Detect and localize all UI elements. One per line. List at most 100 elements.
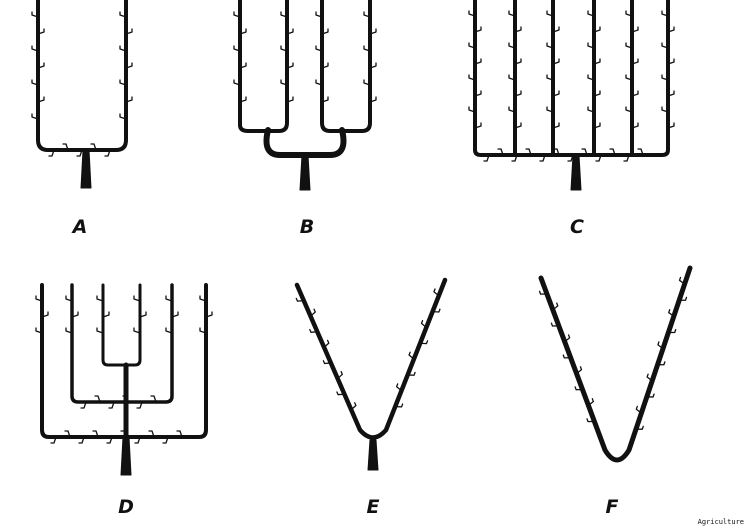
- spur: [48, 149, 55, 157]
- spur: [587, 42, 595, 49]
- spur: [656, 361, 666, 366]
- spur: [637, 148, 644, 156]
- spur: [661, 74, 669, 81]
- spur: [433, 288, 440, 297]
- spur: [315, 11, 323, 18]
- spur: [336, 370, 344, 380]
- spur: [90, 143, 97, 151]
- spur: [395, 383, 403, 392]
- spur: [646, 373, 653, 382]
- spur: [64, 430, 71, 438]
- spur: [50, 436, 57, 444]
- spur: [31, 45, 39, 52]
- spur: [552, 58, 560, 65]
- spur: [625, 42, 633, 49]
- spur: [280, 79, 288, 86]
- spur: [468, 74, 476, 81]
- spur: [525, 148, 532, 156]
- spur: [76, 149, 83, 157]
- spur: [546, 10, 554, 17]
- spur: [468, 42, 476, 49]
- spur: [609, 148, 616, 156]
- spur: [667, 122, 675, 129]
- spur: [369, 62, 377, 69]
- spur: [552, 26, 560, 33]
- spur: [514, 90, 522, 97]
- spur: [514, 26, 522, 33]
- spur: [564, 334, 571, 343]
- spur: [631, 122, 639, 129]
- spur: [150, 395, 157, 403]
- spur: [323, 339, 330, 349]
- spur: [508, 74, 516, 81]
- spur: [514, 122, 522, 129]
- spur: [37, 96, 45, 103]
- spur: [148, 430, 155, 438]
- spur: [41, 311, 49, 318]
- spur: [363, 45, 371, 52]
- spur: [125, 62, 133, 69]
- tree-b-left: [238, 0, 289, 133]
- spur: [623, 154, 630, 162]
- spur: [552, 90, 560, 97]
- spur: [668, 309, 675, 318]
- spur: [322, 360, 332, 365]
- spur: [667, 26, 675, 33]
- tree-d-inner: [101, 283, 142, 367]
- figure-label-f: F: [605, 496, 619, 518]
- spur: [678, 296, 688, 301]
- spur: [199, 327, 207, 334]
- spur: [133, 327, 141, 334]
- tree-f-frame: [538, 265, 693, 463]
- spur: [575, 366, 583, 375]
- spur: [369, 28, 377, 35]
- spur: [661, 10, 669, 17]
- spur: [667, 90, 675, 97]
- spur: [125, 28, 133, 35]
- spur: [315, 45, 323, 52]
- credit-text: Agriculture: [697, 518, 744, 526]
- spur: [511, 154, 518, 162]
- spur: [295, 297, 305, 302]
- spur: [139, 311, 147, 318]
- spur: [37, 28, 45, 35]
- spur: [635, 405, 643, 414]
- spur: [514, 58, 522, 65]
- spur: [122, 395, 129, 403]
- tree-a-frame: [36, 0, 128, 152]
- figure-label-a: A: [72, 216, 88, 238]
- spur: [408, 351, 415, 360]
- spur: [233, 45, 241, 52]
- spur: [539, 154, 546, 162]
- spur: [106, 436, 113, 444]
- spur: [474, 90, 482, 97]
- spur: [657, 341, 664, 350]
- spur: [96, 327, 104, 334]
- spur: [65, 295, 73, 302]
- spur: [165, 295, 173, 302]
- spur: [239, 62, 247, 69]
- spur: [119, 79, 127, 86]
- spur: [546, 74, 554, 81]
- trunk-c: [570, 154, 582, 191]
- spur: [286, 62, 294, 69]
- trunk-b: [299, 154, 311, 191]
- spur: [595, 154, 602, 162]
- spur: [104, 149, 111, 157]
- spur: [363, 79, 371, 86]
- spur: [78, 436, 85, 444]
- spur: [546, 42, 554, 49]
- tree-b-right: [320, 0, 372, 133]
- spur: [120, 430, 127, 438]
- spur: [631, 26, 639, 33]
- spur: [587, 10, 595, 17]
- spur: [92, 430, 99, 438]
- spur: [369, 96, 377, 103]
- spur: [315, 79, 323, 86]
- spur: [321, 28, 329, 35]
- spur: [136, 401, 143, 409]
- spur: [31, 11, 39, 18]
- spur: [37, 62, 45, 69]
- spur: [336, 391, 346, 396]
